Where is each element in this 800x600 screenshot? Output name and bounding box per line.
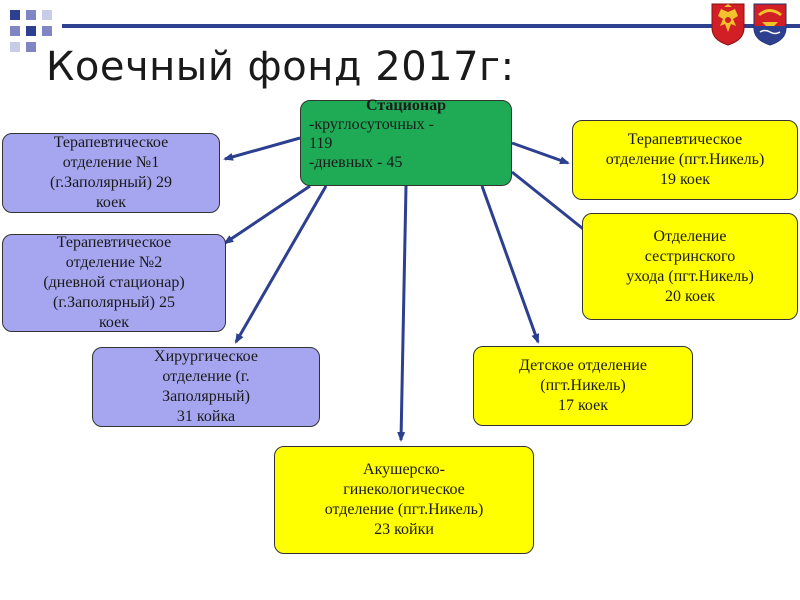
center-node-hospital: Стационар -круглосуточных - 119 -дневных…: [300, 97, 512, 186]
center-line: -круглосуточных -: [309, 116, 434, 133]
center-line: -дневных - 45: [309, 154, 403, 171]
node-line: 31 койка: [176, 408, 236, 425]
node-line: Отделение: [653, 227, 727, 245]
node-line: отделение №2: [65, 254, 163, 271]
arrow-to-pediatrics: [480, 185, 540, 344]
node-nursing-dept: Отделение сестринского ухода (пгт.Никель…: [582, 213, 798, 320]
center-line: 119: [309, 135, 333, 152]
corner-square: [26, 10, 36, 20]
corner-square: [42, 10, 52, 20]
arrow-to-therapy-2: [223, 184, 311, 245]
node-line: Детское отделение: [519, 357, 647, 374]
node-line: отделение (пгт.Никель): [605, 151, 765, 168]
corner-square: [26, 26, 36, 36]
corner-square: [42, 26, 52, 36]
node-line: отделение №1: [62, 154, 160, 171]
node-surgery-dept: Хирургическое отделение (г. Заполярный) …: [92, 347, 320, 427]
corner-decoration: [0, 0, 70, 52]
node-line: гинекологическое: [343, 481, 465, 498]
node-line: (пгт.Никель): [540, 377, 626, 394]
node-line: 19 коек: [659, 171, 710, 188]
arrow-to-therapy-1: [223, 136, 301, 161]
node-therapy-dept-2: Терапевтическое отделение №2 (дневной ст…: [2, 234, 226, 332]
node-line: Терапевтическое: [627, 131, 743, 148]
node-line: сестринского: [644, 247, 736, 265]
node-line: ухода (пгт.Никель): [626, 267, 754, 285]
node-line: (г.Заполярный) 29: [50, 174, 172, 191]
murmansk-oblast-coat-of-arms-icon: [752, 2, 788, 46]
corner-square: [26, 42, 36, 52]
arrow-to-therapy-nikel: [511, 141, 570, 165]
node-line: (г.Заполярный) 25: [53, 294, 175, 311]
center-node-head: Стационар: [366, 97, 446, 114]
arrow-to-obstetrics: [397, 185, 408, 442]
corner-square: [10, 10, 20, 20]
node-line: Хирургическое: [154, 348, 258, 365]
node-line: Заполярный): [162, 388, 250, 405]
russia-coat-of-arms-icon: [710, 2, 746, 46]
node-pediatrics-dept: Детское отделение (пгт.Никель) 17 коек: [473, 346, 693, 426]
node-line: отделение (г.: [162, 368, 250, 385]
node-line: коек: [98, 314, 129, 331]
arrow-to-surgery: [234, 185, 328, 344]
page-title: Коечный фонд 2017г:: [46, 44, 515, 90]
corner-square: [10, 26, 20, 36]
node-therapy-dept-nikel: Терапевтическое отделение (пгт.Никель) 1…: [572, 120, 798, 200]
node-line: 20 коек: [664, 287, 716, 305]
node-therapy-dept-1: Терапевтическое отделение №1 (г.Заполярн…: [2, 133, 220, 213]
node-line: 17 коек: [557, 397, 608, 414]
node-line: Акушерско-: [363, 461, 445, 478]
node-line: (дневной стационар): [43, 274, 185, 291]
node-line: отделение (пгт.Никель): [324, 501, 484, 518]
node-line: 23 койки: [374, 521, 434, 538]
header-rule: [62, 24, 800, 28]
node-obstetrics-dept: Акушерско- гинекологическое отделение (п…: [274, 446, 534, 554]
node-line: Терапевтическое: [56, 234, 172, 251]
node-line: Терапевтическое: [53, 134, 169, 151]
node-line: коек: [95, 194, 126, 211]
corner-square: [10, 42, 20, 52]
